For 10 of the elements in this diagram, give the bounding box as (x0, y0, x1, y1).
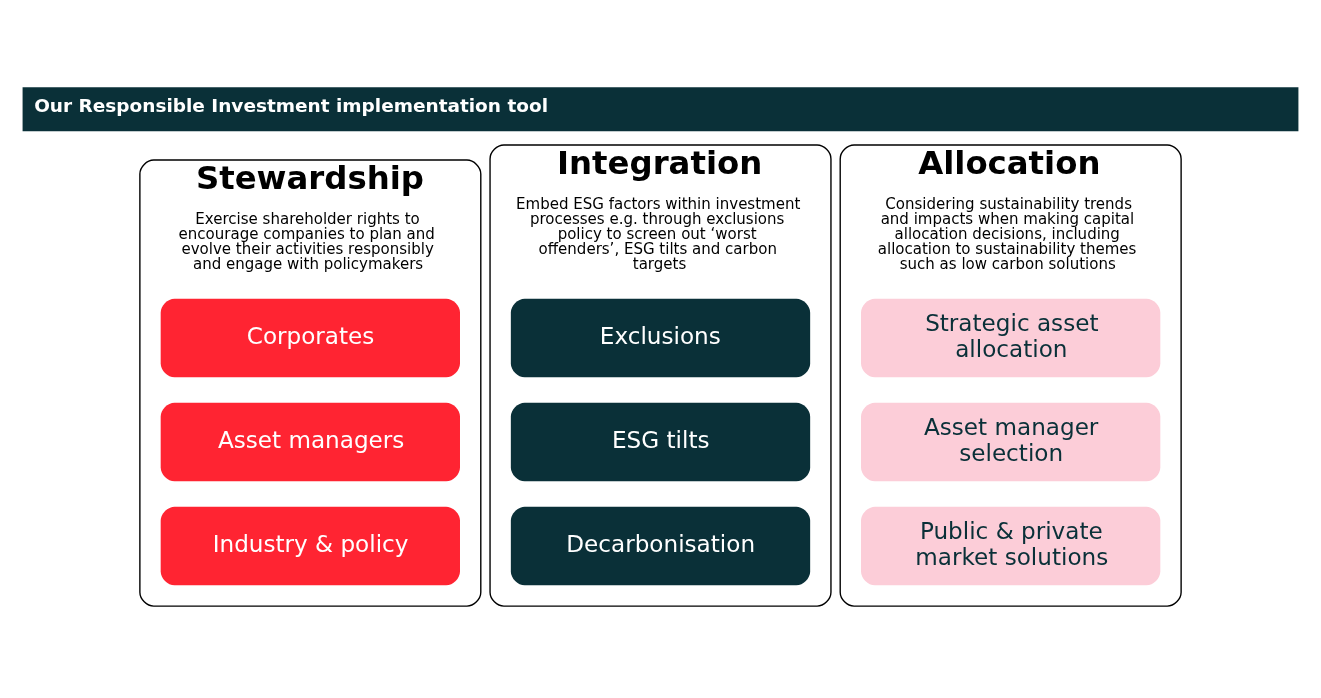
node-box: ESG tilts (510, 402, 811, 482)
node-box: Public & private market solutions (861, 506, 1161, 586)
node-box: Strategic asset allocation (861, 298, 1161, 378)
node-box: Decarbonisation (510, 506, 811, 586)
node-box: Asset manager selection (861, 402, 1161, 482)
node-box: Corporates (160, 298, 460, 378)
node-box: Asset managers (160, 402, 460, 482)
diagram-title: Our Responsible Investment implementation tool (34, 95, 548, 117)
node-box: Exclusions (510, 298, 811, 378)
node-box: Industry & policy (160, 506, 460, 586)
